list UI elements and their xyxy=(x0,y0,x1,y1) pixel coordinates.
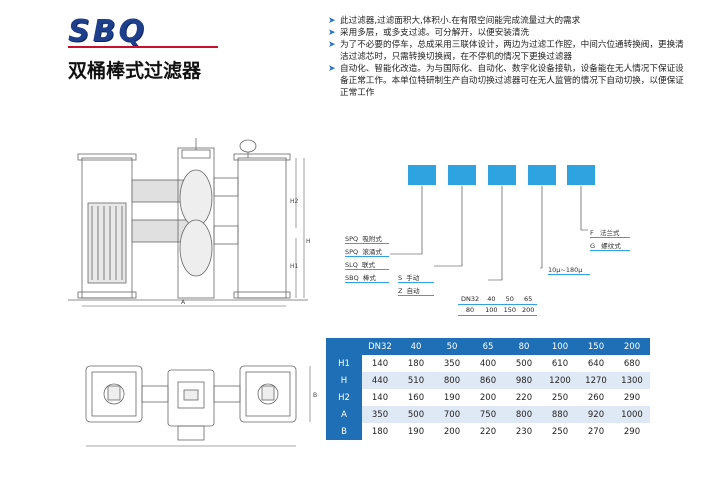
switch-options: S 手动 Z 自动 xyxy=(398,272,434,296)
code-box-switch xyxy=(448,165,476,185)
code-connector-lines xyxy=(390,186,588,281)
option-item: Z 自动 xyxy=(398,285,434,296)
dim-label-h1: H1 xyxy=(290,263,299,270)
elevation-drawing: A H H2 H1 xyxy=(68,138,311,307)
code-box-type xyxy=(408,165,436,185)
arrow-icon: ➤ xyxy=(328,64,336,74)
arrow-icon: ➤ xyxy=(328,28,336,38)
arrow-icon: ➤ xyxy=(328,16,336,26)
option-item: SPQ 滚涌式 xyxy=(345,246,389,257)
code-box-dn xyxy=(488,165,516,185)
table-row: B 180 190 200 220 230 250 270 290 xyxy=(326,423,650,440)
feature-item: ➤ 此过滤器,过滤面积大,体积小.在有限空间能完成流量过大的需求 xyxy=(328,16,581,26)
dim-label-a: A xyxy=(181,299,186,306)
dn-options: DN32 40 50 65 80 100 150 200 xyxy=(458,294,538,316)
product-title: 双桶棒式过滤器 xyxy=(68,60,202,82)
feature-item: ➤ 采用多层，或多支过滤。可分解开，以便安装清洗 xyxy=(328,28,530,38)
plan-drawing: B xyxy=(85,365,317,447)
option-item: G 螺纹式 xyxy=(590,240,630,251)
table-row: H 440 510 800 860 980 1200 1270 1300 xyxy=(326,372,650,389)
code-box-connection xyxy=(567,165,595,185)
brand-logo: SBQ xyxy=(68,14,147,49)
arrow-icon: ➤ xyxy=(328,40,336,50)
table-row: A 350 500 700 750 800 880 920 1000 xyxy=(326,406,650,423)
feature-item: ➤ 为了不必要的停车，总成采用三联体设计，两边为过滤工作腔，中间六位通转换阀，更… xyxy=(328,40,684,62)
option-item: F 法兰式 xyxy=(590,227,630,238)
dim-label-h: H xyxy=(306,238,311,245)
dim-label-h2: H2 xyxy=(290,198,299,205)
dimension-table: DN32 40 50 65 80 100 150 200 H1 140 180 … xyxy=(326,338,650,440)
type-options: SPQ 吸附式 SPQ 滚涌式 SLQ 联式 SBQ 棒式 xyxy=(345,233,389,283)
feature-item: ➤ 自动化、智能化改造。为与国际化、自动化、数字化设备接轨，设备能在无人情况下保… xyxy=(328,64,684,98)
connection-options: F 法兰式 G 螺纹式 xyxy=(590,227,630,251)
option-item: S 手动 xyxy=(398,272,434,283)
code-box-precision xyxy=(528,165,556,185)
option-item: SPQ 吸附式 xyxy=(345,233,389,244)
feature-list: ➤ 此过滤器,过滤面积大,体积小.在有限空间能完成流量过大的需求 ➤ 采用多层，… xyxy=(328,15,688,99)
table-row: H1 140 180 350 400 500 610 640 680 xyxy=(326,355,650,372)
table-header-row: DN32 40 50 65 80 100 150 200 xyxy=(326,338,650,355)
option-item: SBQ 棒式 xyxy=(345,272,389,283)
precision-option: 10μ~180μ xyxy=(548,266,590,275)
brand-underline xyxy=(68,46,218,48)
option-item: SLQ 联式 xyxy=(345,259,389,270)
dim-label-b: B xyxy=(313,392,317,399)
table-row: H2 140 160 190 200 220 250 260 290 xyxy=(326,389,650,406)
